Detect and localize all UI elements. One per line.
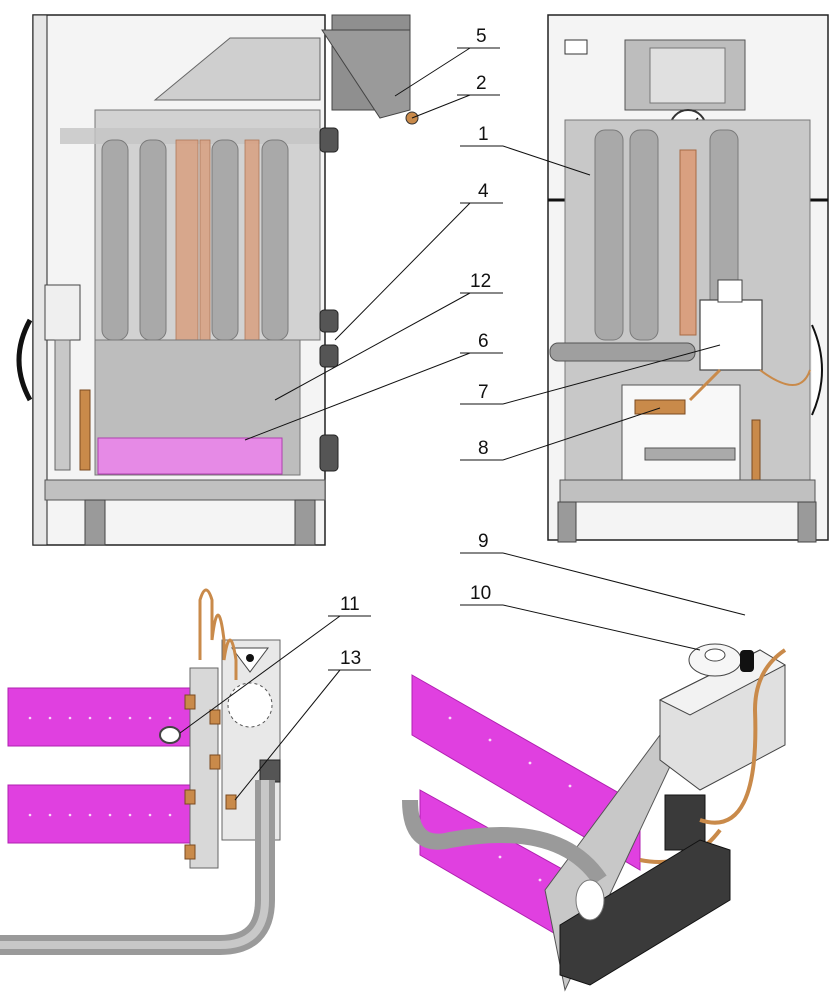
- burner-detail-left: [0, 588, 281, 955]
- callout-12: 12: [470, 271, 491, 292]
- door-handle: [16, 318, 33, 402]
- gas-valve-side: [44, 284, 81, 341]
- callout-7: 7: [478, 382, 489, 403]
- callout-6: 6: [478, 331, 489, 352]
- burner-tube-iso-upper: [411, 674, 641, 871]
- burner-detail-right: [402, 643, 787, 992]
- callout-9: 9: [478, 531, 489, 552]
- callout-10: 10: [470, 583, 491, 604]
- burner-side: [97, 437, 283, 475]
- ignition-button-icon: [740, 650, 754, 672]
- leader-lines: [179, 47, 746, 801]
- brand-logo: [564, 39, 588, 55]
- callout-8: 8: [478, 438, 489, 459]
- callout-13: 13: [340, 648, 361, 669]
- front-view: [547, 14, 829, 543]
- burner-tube-lower: [7, 784, 194, 844]
- callout-4: 4: [478, 181, 489, 202]
- callout-11: 11: [340, 594, 360, 615]
- callout-1: 1: [478, 124, 489, 145]
- callout-5: 5: [476, 26, 487, 47]
- gas-valve-front: [699, 299, 763, 371]
- side-view: [16, 14, 419, 546]
- callout-2: 2: [476, 73, 487, 94]
